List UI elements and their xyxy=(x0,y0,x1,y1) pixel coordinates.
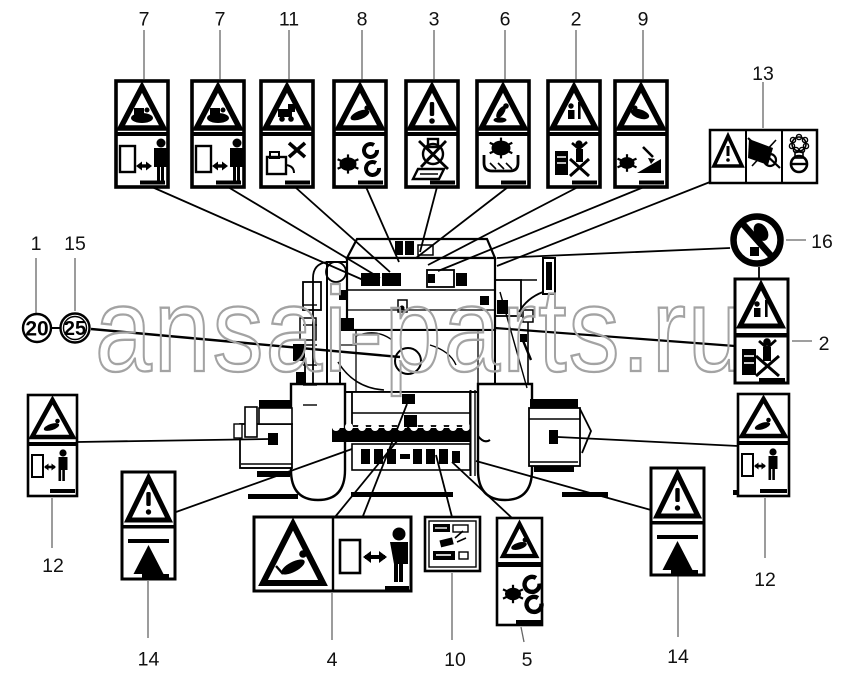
svg-text:25: 25 xyxy=(64,318,86,340)
svg-text:ansai-parts.ru: ansai-parts.ru xyxy=(95,263,747,396)
svg-text:2: 2 xyxy=(571,9,582,31)
svg-text:9: 9 xyxy=(638,9,649,31)
svg-text:1: 1 xyxy=(31,233,42,255)
svg-text:2: 2 xyxy=(819,333,830,355)
svg-text:6: 6 xyxy=(500,9,511,31)
svg-text:3: 3 xyxy=(429,9,440,31)
svg-text:12: 12 xyxy=(42,555,64,577)
svg-text:4: 4 xyxy=(327,649,338,671)
svg-text:14: 14 xyxy=(667,646,689,668)
svg-text:16: 16 xyxy=(811,231,833,253)
svg-text:14: 14 xyxy=(138,649,160,671)
svg-text:11: 11 xyxy=(279,9,299,31)
svg-text:20: 20 xyxy=(25,318,48,341)
svg-text:10: 10 xyxy=(444,649,466,671)
svg-text:5: 5 xyxy=(522,649,533,671)
svg-text:7: 7 xyxy=(139,9,150,31)
svg-text:8: 8 xyxy=(357,9,368,31)
svg-text:12: 12 xyxy=(754,569,776,591)
svg-text:7: 7 xyxy=(215,9,226,31)
svg-text:15: 15 xyxy=(64,233,86,255)
svg-text:13: 13 xyxy=(752,63,774,85)
